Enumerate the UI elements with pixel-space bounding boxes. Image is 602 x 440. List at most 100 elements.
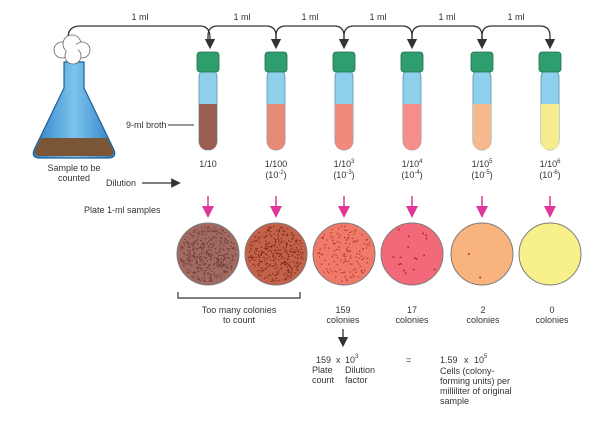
colony-dot xyxy=(248,251,251,253)
colony-dot xyxy=(276,246,278,248)
colony-dot xyxy=(232,246,235,249)
colony-dot xyxy=(251,256,254,258)
colony-dot xyxy=(361,270,363,272)
colony-dot xyxy=(366,262,368,264)
petri-plate-3 xyxy=(312,222,376,286)
colony-dot xyxy=(226,256,229,259)
colony-dot xyxy=(340,259,343,261)
calc-factor-base: 10 xyxy=(345,355,355,365)
colony-dot xyxy=(255,253,257,255)
colony-dot xyxy=(212,237,214,240)
colony-dot xyxy=(286,252,288,255)
colony-dot xyxy=(200,253,203,255)
colony-dot xyxy=(362,248,365,250)
colony-dot xyxy=(322,236,324,238)
flask-caption-line1: Sample to be xyxy=(47,163,100,173)
colony-dot xyxy=(266,248,268,250)
colony-dot xyxy=(258,262,261,264)
colony-dot xyxy=(357,263,360,265)
colony-dot xyxy=(294,272,296,274)
colony-dot xyxy=(231,255,234,258)
colony-dot xyxy=(180,258,182,260)
colony-dot xyxy=(201,259,203,261)
colony-dot xyxy=(197,243,199,245)
colony-dot xyxy=(205,252,208,254)
colony-dot xyxy=(274,251,276,254)
colony-dot xyxy=(218,263,221,266)
colony-dot xyxy=(189,260,191,263)
colony-dot xyxy=(280,263,282,266)
colony-dot xyxy=(300,257,302,259)
colony-dot xyxy=(276,273,278,276)
colony-dot xyxy=(233,248,235,250)
colony-dot xyxy=(214,262,216,264)
colony-dot xyxy=(320,263,323,265)
colony-dot xyxy=(210,275,212,277)
dilution-label: Dilution xyxy=(106,178,136,188)
colony-dot xyxy=(217,265,219,267)
colony-dot xyxy=(271,280,273,283)
petri-plate-1 xyxy=(176,222,240,286)
colony-dot xyxy=(272,259,275,262)
colony-dot xyxy=(275,238,277,241)
colony-dot xyxy=(293,243,296,246)
colony-dot xyxy=(322,237,324,240)
colony-dot xyxy=(265,246,267,248)
tube-dilution-6: 1/106 xyxy=(540,159,562,169)
colony-dot xyxy=(212,236,215,238)
colony-dot xyxy=(349,271,351,273)
colony-dot xyxy=(288,272,290,274)
colony-dot xyxy=(183,241,185,244)
colony-dot xyxy=(208,280,211,282)
colony-dot xyxy=(229,262,232,264)
colony-dot xyxy=(334,243,336,245)
colony-dot xyxy=(219,265,222,267)
colony-dot xyxy=(182,259,184,262)
colony-dot xyxy=(259,274,262,276)
colony-dot xyxy=(203,251,205,254)
colony-dot xyxy=(203,230,206,232)
colony-dot xyxy=(349,231,351,234)
colony-dot xyxy=(215,263,218,265)
colony-dot xyxy=(276,252,278,255)
colony-dot xyxy=(256,270,259,272)
colony-dot xyxy=(269,249,271,251)
colony-dot xyxy=(225,265,228,268)
colony-dot xyxy=(283,257,285,259)
colony-dot xyxy=(267,242,269,244)
colony-dot xyxy=(338,268,341,271)
colony-dot xyxy=(287,253,290,256)
colony-dot xyxy=(216,261,218,263)
colony-dot xyxy=(221,248,224,250)
colony-dot xyxy=(192,236,194,238)
colony-dot xyxy=(290,274,293,276)
colony-dot xyxy=(207,264,210,267)
tube-power-4: (10-4) xyxy=(401,170,422,180)
colony-dot xyxy=(197,278,199,280)
colony-dot xyxy=(218,244,221,246)
colony-dot xyxy=(264,257,266,259)
colony-dot xyxy=(264,260,266,262)
colony-dot xyxy=(353,240,355,242)
colony-dot xyxy=(366,257,369,260)
colony-dot xyxy=(343,271,346,273)
colony-dot xyxy=(363,243,365,245)
colony-dot xyxy=(346,229,348,231)
colony-dot xyxy=(467,253,470,256)
colony-dot xyxy=(250,254,252,257)
colony-dot xyxy=(257,263,259,265)
colony-dot xyxy=(287,235,289,237)
colony-dot xyxy=(273,245,275,247)
colony-dot xyxy=(249,260,251,262)
colony-dot xyxy=(361,258,363,261)
tube-dilution-5: 1/105 xyxy=(472,159,494,169)
colony-dot xyxy=(222,264,224,267)
colony-dot xyxy=(353,276,355,278)
colony-dot xyxy=(208,240,210,242)
colony-dot xyxy=(277,240,280,243)
colony-dot xyxy=(292,237,294,239)
colony-dot xyxy=(186,269,188,271)
colony-dot xyxy=(263,251,265,254)
colony-dot xyxy=(348,250,351,252)
colony-dot xyxy=(261,271,264,273)
